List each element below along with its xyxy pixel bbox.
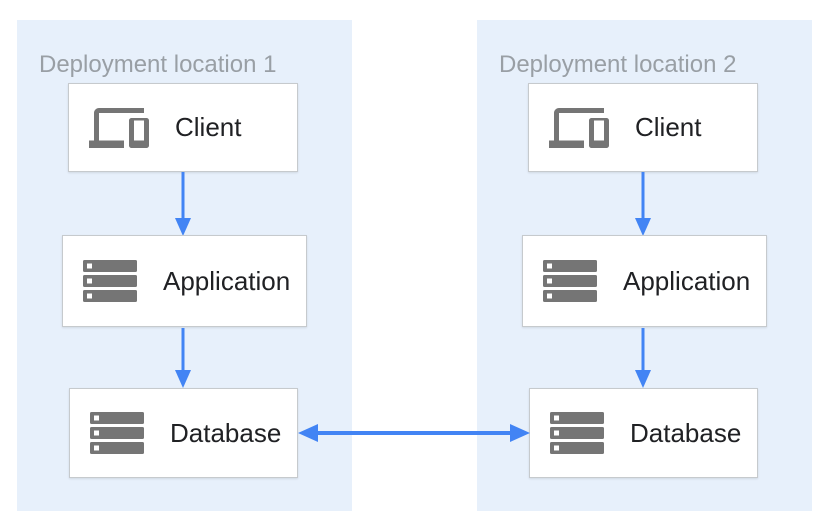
node-label: Client	[635, 112, 702, 142]
server-stack-icon	[550, 412, 604, 454]
server-stack-icon	[83, 260, 137, 302]
node-label: Client	[175, 112, 242, 142]
panel-title: Deployment location 1	[39, 51, 277, 78]
node-label: Database	[170, 417, 282, 448]
deployment-location-2-panel: Deployment location 2 Client	[477, 20, 812, 511]
node-label: Application	[623, 265, 751, 296]
database-node: Database	[529, 388, 758, 478]
node-label: Application	[163, 265, 291, 296]
devices-icon	[89, 98, 149, 158]
server-stack-icon	[90, 412, 144, 454]
database-node: Database	[69, 388, 298, 478]
arrow-client-to-application	[634, 172, 652, 236]
client-node: Client	[528, 83, 758, 172]
application-node: Application	[522, 235, 767, 327]
arrow-application-to-database	[174, 328, 192, 388]
client-node: Client	[68, 83, 298, 172]
arrow-application-to-database	[634, 328, 652, 388]
arrow-database-to-database-bidirectional	[298, 420, 530, 446]
application-node: Application	[62, 235, 307, 327]
arrow-client-to-application	[174, 172, 192, 236]
server-stack-icon	[543, 260, 597, 302]
deployment-location-1-panel: Deployment location 1 Client	[17, 20, 352, 511]
devices-icon	[549, 98, 609, 158]
panel-title: Deployment location 2	[499, 51, 737, 78]
node-label: Database	[630, 417, 742, 448]
